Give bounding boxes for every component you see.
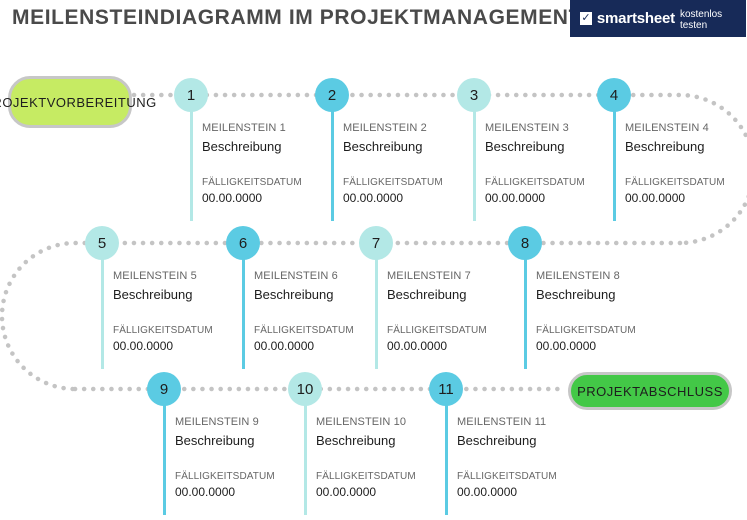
milestone-1-marker: 1 <box>174 78 208 112</box>
milestone-label: MEILENSTEIN 6 <box>254 270 338 282</box>
due-date-value: 00.00.0000 <box>457 485 518 499</box>
milestone-description: Beschreibung <box>316 433 396 448</box>
milestone-label: MEILENSTEIN 8 <box>536 270 620 282</box>
milestone-6-marker: 6 <box>226 226 260 260</box>
milestone-label: MEILENSTEIN 7 <box>387 270 471 282</box>
due-date-value: 00.00.0000 <box>343 191 404 205</box>
due-date-label: FÄLLIGKEITSDATUM <box>175 471 275 482</box>
milestone-label: MEILENSTEIN 11 <box>457 416 547 428</box>
due-date-label: FÄLLIGKEITSDATUM <box>387 325 487 336</box>
milestone-4-stem <box>612 95 616 221</box>
due-date-label: FÄLLIGKEITSDATUM <box>536 325 636 336</box>
milestone-label: MEILENSTEIN 10 <box>316 416 407 428</box>
due-date-value: 00.00.0000 <box>175 485 236 499</box>
milestone-8-stem <box>523 243 527 369</box>
due-date-value: 00.00.0000 <box>254 339 315 353</box>
milestone-description: Beschreibung <box>485 139 565 154</box>
milestone-2-stem <box>330 95 334 221</box>
milestone-description: Beschreibung <box>254 287 334 302</box>
due-date-value: 00.00.0000 <box>316 485 377 499</box>
due-date-value: 00.00.0000 <box>113 339 174 353</box>
due-date-label: FÄLLIGKEITSDATUM <box>625 177 725 188</box>
due-date-value: 00.00.0000 <box>536 339 597 353</box>
milestone-2-marker: 2 <box>315 78 349 112</box>
checkmark-icon: ✓ <box>580 12 592 25</box>
milestone-label: MEILENSTEIN 4 <box>625 122 709 134</box>
due-date-value: 00.00.0000 <box>202 191 263 205</box>
milestone-description: Beschreibung <box>536 287 616 302</box>
milestone-6-stem <box>241 243 245 369</box>
milestone-4-marker: 4 <box>597 78 631 112</box>
due-date-label: FÄLLIGKEITSDATUM <box>485 177 585 188</box>
due-date-label: FÄLLIGKEITSDATUM <box>254 325 354 336</box>
brand-name: smartsheet <box>596 10 675 27</box>
milestone-10-marker: 10 <box>288 372 322 406</box>
due-date-value: 00.00.0000 <box>625 191 686 205</box>
milestone-1-stem <box>189 95 193 221</box>
milestone-description: Beschreibung <box>175 433 255 448</box>
page-title: MEILENSTEINDIAGRAMM IM PROJEKTMANAGEMENT <box>12 6 582 29</box>
milestone-11-marker: 11 <box>429 372 463 406</box>
milestone-label: MEILENSTEIN 3 <box>485 122 569 134</box>
milestone-9-marker: 9 <box>147 372 181 406</box>
timeline-path-right-turn <box>612 92 747 246</box>
due-date-label: FÄLLIGKEITSDATUM <box>457 471 557 482</box>
milestone-8-marker: 8 <box>508 226 542 260</box>
brand-tagline: kostenlos testen <box>679 8 723 31</box>
project-end-pill: PROJEKTABSCHLUSS <box>568 372 732 410</box>
milestone-5-marker: 5 <box>85 226 119 260</box>
milestone-label: MEILENSTEIN 5 <box>113 270 197 282</box>
milestone-7-marker: 7 <box>359 226 393 260</box>
milestone-description: Beschreibung <box>457 433 537 448</box>
due-date-label: FÄLLIGKEITSDATUM <box>343 177 443 188</box>
milestone-7-stem <box>374 243 378 369</box>
due-date-label: FÄLLIGKEITSDATUM <box>316 471 416 482</box>
milestone-label: MEILENSTEIN 2 <box>343 122 427 134</box>
project-start-pill: PROJEKTVORBEREITUNG <box>0 76 156 128</box>
smartsheet-banner[interactable]: ✓ smartsheet kostenlos testen <box>570 0 746 37</box>
milestone-11-stem <box>444 389 448 515</box>
milestone-10-stem <box>303 389 307 515</box>
timeline-path-left-turn <box>0 240 106 392</box>
milestone-3-marker: 3 <box>457 78 491 112</box>
due-date-value: 00.00.0000 <box>485 191 546 205</box>
milestone-5-stem <box>100 243 104 369</box>
milestone-9-stem <box>162 389 166 515</box>
due-date-value: 00.00.0000 <box>387 339 448 353</box>
milestone-description: Beschreibung <box>202 139 282 154</box>
milestone-description: Beschreibung <box>343 139 423 154</box>
milestone-description: Beschreibung <box>387 287 467 302</box>
milestone-label: MEILENSTEIN 1 <box>202 122 286 134</box>
due-date-label: FÄLLIGKEITSDATUM <box>202 177 302 188</box>
milestone-3-stem <box>472 95 476 221</box>
milestone-description: Beschreibung <box>625 139 705 154</box>
milestone-label: MEILENSTEIN 9 <box>175 416 259 428</box>
due-date-label: FÄLLIGKEITSDATUM <box>113 325 213 336</box>
milestone-description: Beschreibung <box>113 287 193 302</box>
